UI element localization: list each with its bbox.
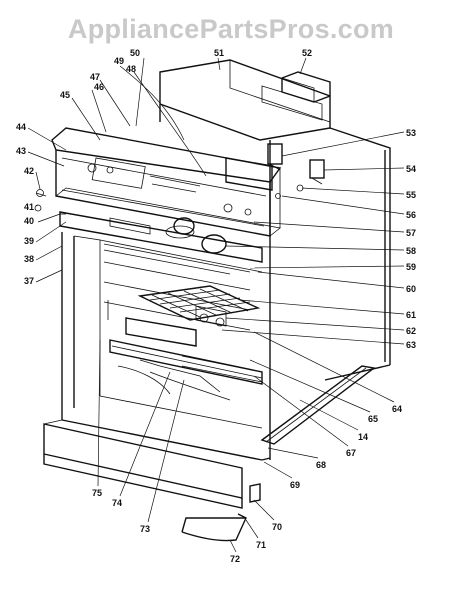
leader-lines: [27, 57, 405, 553]
callout-64: 64: [392, 404, 402, 414]
callout-50: 50: [130, 48, 140, 58]
callout-46: 46: [94, 82, 104, 92]
callout-44: 44: [16, 122, 26, 132]
callout-68: 68: [316, 460, 326, 470]
callout-53: 53: [406, 128, 416, 138]
callout-63: 63: [406, 340, 416, 350]
callout-74: 74: [112, 498, 122, 508]
bake-grid: [137, 285, 261, 327]
callout-51: 51: [214, 48, 224, 58]
callout-47: 47: [90, 72, 100, 82]
callout-55: 55: [406, 190, 416, 200]
callout-65: 65: [368, 414, 378, 424]
watermark-text: AppliancePartsPros.com: [67, 14, 395, 44]
callout-69: 69: [290, 480, 300, 490]
oven-bottom: [117, 355, 263, 395]
callout-52: 52: [302, 48, 312, 58]
callout-75: 75: [92, 488, 102, 498]
top-housing: [159, 59, 331, 141]
callout-73: 73: [140, 524, 150, 534]
callout-38: 38: [24, 254, 34, 264]
callout-71: 71: [256, 540, 266, 550]
bottom-panel: [43, 419, 247, 542]
vent-rail: [59, 211, 263, 263]
callout-59: 59: [406, 262, 416, 272]
callout-70: 70: [272, 522, 282, 532]
callout-14: 14: [358, 432, 368, 442]
part-52-box: [281, 71, 331, 103]
callout-61: 61: [406, 310, 416, 320]
callout-67: 67: [346, 448, 356, 458]
broil-element: [103, 217, 251, 275]
callout-72: 72: [230, 554, 240, 564]
callout-43: 43: [16, 146, 26, 156]
callout-49: 49: [114, 56, 124, 66]
control-panel: [51, 127, 282, 237]
switch-bracket: [225, 143, 325, 199]
callout-48: 48: [126, 64, 136, 74]
broiler-pan: [109, 317, 263, 401]
callout-42: 42: [24, 166, 34, 176]
cabinet-frame: [159, 104, 391, 460]
callout-45: 45: [60, 90, 70, 100]
callout-60: 60: [406, 284, 416, 294]
callout-40: 40: [24, 216, 34, 226]
callout-labels: 51 52 50 49 48 47 46 45 44 43 42 41 40 3…: [16, 48, 416, 564]
side-trim: [249, 365, 376, 503]
oven-cavity: [61, 232, 263, 461]
callout-37: 37: [24, 276, 34, 286]
callout-54: 54: [406, 164, 416, 174]
callout-62: 62: [406, 326, 416, 336]
callout-41: 41: [24, 202, 34, 212]
left-hardware: [34, 189, 66, 215]
callout-56: 56: [406, 210, 416, 220]
callout-57: 57: [406, 228, 416, 238]
callout-58: 58: [406, 246, 416, 256]
callout-39: 39: [24, 236, 34, 246]
